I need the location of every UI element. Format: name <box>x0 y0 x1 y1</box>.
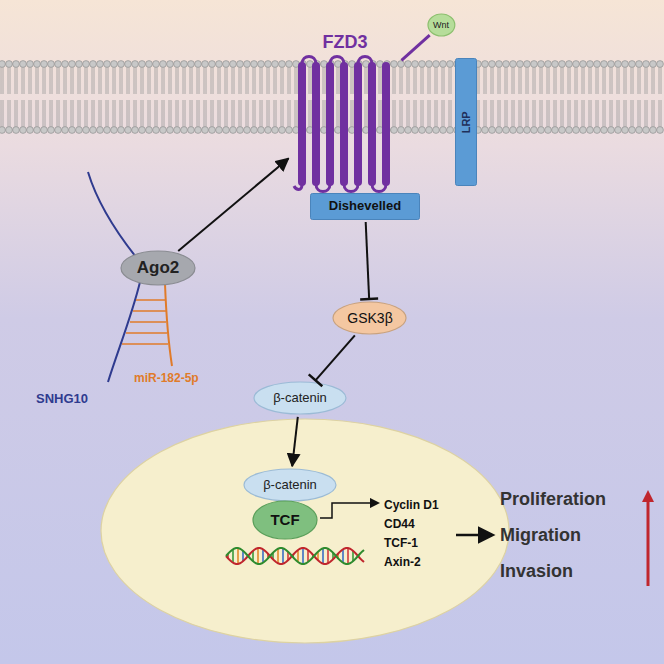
increase-arrow <box>647 496 650 586</box>
text-group: β-catenin <box>273 391 327 406</box>
rna-label: miR-182-5p <box>134 372 199 386</box>
text-group: FZD3 <box>323 32 368 53</box>
mirna-strand <box>165 284 172 366</box>
rna-label: SNHG10 <box>36 392 88 407</box>
node-text: β-catenin <box>263 478 317 493</box>
text-group: Cyclin D1CD44TCF-1Axin-2 <box>384 496 439 572</box>
rna-strand <box>88 172 140 262</box>
text-group: GSK3β <box>347 310 392 326</box>
outcome-arrow <box>456 534 492 537</box>
protein-ellipse: GSK3β <box>332 301 407 335</box>
nucleus: Cyclin D1CD44TCF-1Axin-2 β-cateninTCF <box>100 418 510 644</box>
node-text: Wnt <box>433 20 449 30</box>
node-text: FZD3 <box>323 32 368 53</box>
outcome-label: Migration <box>500 525 581 546</box>
node-text: TCF-1 <box>384 534 418 553</box>
receptor-outline <box>290 32 400 190</box>
node-text: CD44 <box>384 515 415 534</box>
node-text: GSK3β <box>347 310 392 326</box>
node-text: Ago2 <box>137 258 180 278</box>
coreceptor-bar: LRP <box>455 58 477 186</box>
rna-strand <box>108 282 140 382</box>
protein-ellipse: Ago2 <box>120 250 196 286</box>
node-text: β-catenin <box>273 391 327 406</box>
protein-box: Dishevelled <box>310 193 420 220</box>
text-group: β-catenin <box>263 478 317 493</box>
text-group: LRP <box>455 116 477 129</box>
dna-helix <box>226 548 364 564</box>
text-group: TCF <box>270 511 299 528</box>
receptor: FZD3 <box>290 32 400 190</box>
text-group: Ago2 <box>137 258 180 278</box>
activation-arrow <box>178 158 288 251</box>
node-text: Dishevelled <box>329 199 401 214</box>
node-text: Axin-2 <box>384 553 421 572</box>
outcome-label: Invasion <box>500 561 573 582</box>
inhibition-line <box>309 335 355 386</box>
node-text: Cyclin D1 <box>384 496 439 515</box>
text-group: Dishevelled <box>329 199 401 214</box>
transcription-arrow <box>320 503 378 518</box>
protein-ellipse: β-catenin <box>243 468 337 502</box>
transcription-factor: TCF <box>252 500 318 540</box>
node-text: TCF <box>270 511 299 528</box>
outcome-label: Proliferation <box>500 489 606 510</box>
protein-ellipse: β-catenin <box>253 381 347 415</box>
node-text: LRP <box>460 111 473 133</box>
ligand-circle: Wnt <box>427 13 456 37</box>
text-group: Wnt <box>433 20 449 30</box>
inhibition-line <box>360 222 378 299</box>
activation-arrow <box>292 417 298 466</box>
binding-line <box>401 35 429 60</box>
base-pairs <box>122 300 168 344</box>
